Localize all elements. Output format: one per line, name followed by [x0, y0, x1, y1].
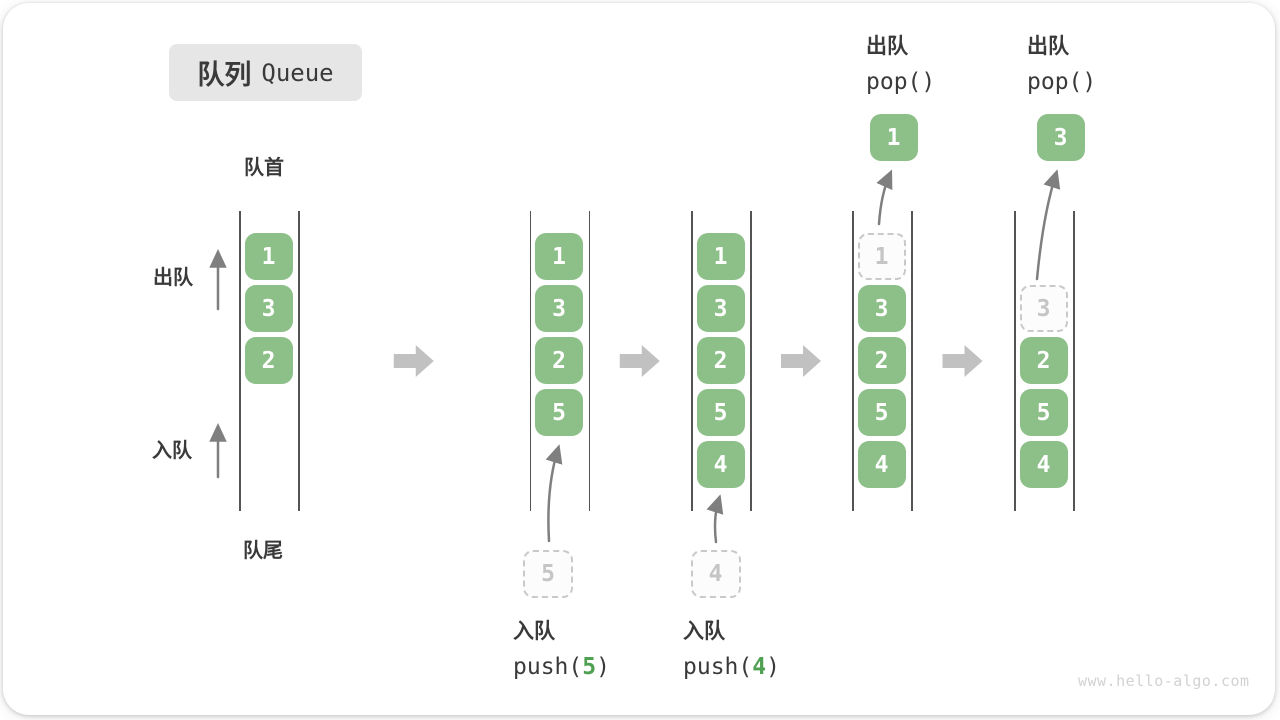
queue-element: 2: [535, 337, 583, 384]
queue-element: 2: [244, 337, 293, 384]
queue-element: 5: [535, 389, 583, 436]
title-en: Queue: [261, 58, 334, 87]
queue-wall-right: [1073, 211, 1075, 511]
queue-wall-right: [588, 211, 590, 511]
queue-element: 5: [1019, 389, 1068, 436]
queue-element: 1: [696, 233, 745, 280]
queue-element: 2: [696, 337, 745, 384]
push-call-suffix: ): [766, 654, 780, 680]
figure-card: [3, 3, 1275, 715]
popped-element: 3: [1036, 114, 1085, 161]
queue-element: 3: [244, 285, 293, 332]
push-action-label: 入队: [513, 620, 555, 643]
pop-call-label: pop(): [866, 69, 936, 95]
queue-element: 4: [696, 441, 745, 488]
pop-action-label: 出队: [1027, 35, 1069, 58]
push-call-prefix: push(: [683, 654, 753, 680]
queue-element: 4: [857, 441, 906, 488]
queue-wall-left: [852, 211, 854, 511]
pop-call-label: pop(): [1027, 69, 1097, 95]
queue-element: 3: [857, 285, 906, 332]
queue-element-removed: 1: [857, 233, 906, 280]
queue-element: 1: [535, 233, 583, 280]
watermark: www.hello-algo.com: [1078, 672, 1250, 690]
queue-front-label: 队首: [244, 157, 284, 179]
title-badge: 队列 Queue: [169, 44, 362, 101]
push-call-arg: 4: [752, 654, 767, 680]
enqueue-side-label: 入队: [152, 440, 192, 462]
queue-wall-right: [911, 211, 913, 511]
staged-element: 5: [523, 550, 573, 598]
staged-element: 4: [690, 550, 741, 598]
push-call-arg: 5: [582, 654, 597, 680]
push-annotation-1: 入队 push(5): [513, 621, 610, 679]
queue-wall-left: [1014, 211, 1016, 511]
push-action-label: 入队: [683, 620, 725, 643]
push-call-prefix: push(: [513, 654, 583, 680]
pop-annotation-2: 出队 pop(): [1027, 36, 1096, 94]
title-zh: 队列: [197, 60, 252, 90]
queue-wall-right: [750, 211, 752, 511]
queue-element: 5: [857, 389, 906, 436]
queue-rear-label: 队尾: [243, 540, 283, 562]
push-call-label: push(4): [683, 656, 780, 679]
pop-action-label: 出队: [866, 35, 908, 58]
queue-wall-left: [529, 211, 531, 511]
queue-element: 4: [1019, 441, 1068, 488]
queue-wall-left: [239, 211, 241, 511]
queue-element: 2: [857, 337, 906, 384]
queue-wall-right: [298, 211, 300, 511]
push-call-label: push(5): [513, 656, 610, 679]
queue-element-removed: 3: [1019, 285, 1068, 332]
pop-annotation-1: 出队 pop(): [866, 36, 935, 94]
dequeue-side-label: 出队: [153, 267, 193, 289]
push-annotation-2: 入队 push(4): [683, 621, 780, 679]
queue-element: 3: [696, 285, 745, 332]
queue-element: 2: [1019, 337, 1068, 384]
push-call-suffix: ): [596, 654, 610, 680]
queue-element: 5: [696, 389, 745, 436]
popped-element: 1: [869, 114, 918, 161]
queue-element: 1: [244, 233, 293, 280]
queue-wall-left: [691, 211, 693, 511]
queue-element: 3: [535, 285, 583, 332]
